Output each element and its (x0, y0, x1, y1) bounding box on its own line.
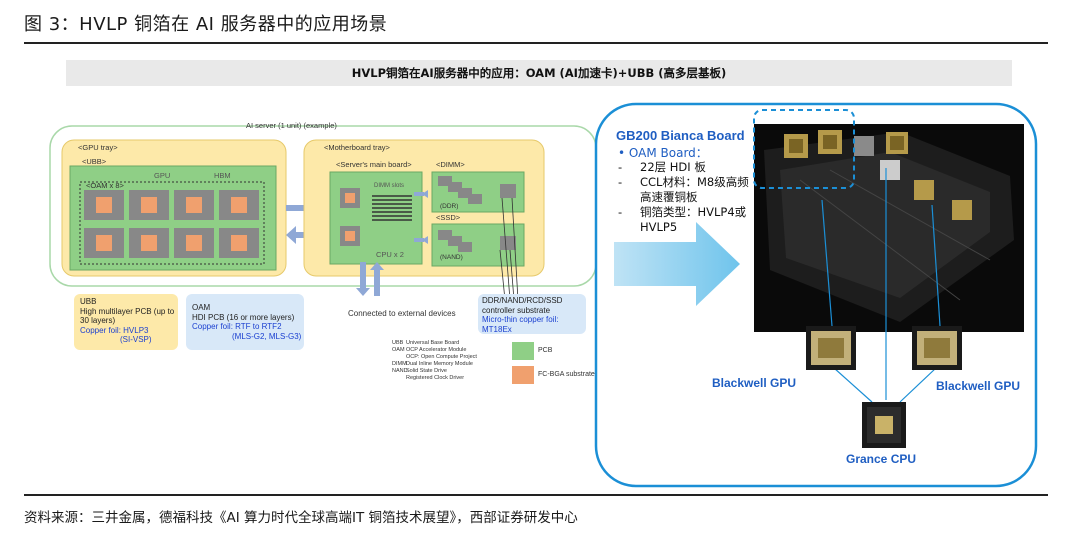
top-rule (24, 42, 1048, 44)
ubb-note-box (74, 294, 178, 350)
oam-note-foil2: (MLS-G2, MLS-G3) (232, 331, 302, 341)
legend-pcb-label: PCB (538, 347, 553, 354)
abbr-row: NANDSolid State Drive (392, 368, 447, 374)
dimm-slots-label: DIMM slots (374, 183, 404, 189)
ssd-label: <SSD> (436, 213, 461, 222)
hbm-label: HBM (214, 171, 231, 180)
gb200-title: GB200 Bianca Board (616, 128, 745, 143)
legend-fcbga-label: FC-BGA substrate (538, 371, 595, 378)
board-surface (764, 132, 1014, 322)
oam-note-line: OAM (192, 303, 211, 312)
nand-label: (NAND) (440, 254, 463, 261)
ddr-note-foil: Micro-thin copper foil: (482, 315, 559, 324)
figure-title: 图 3：HVLP 铜箔在 AI 服务器中的应用场景 (24, 14, 388, 35)
oam-note-foil: Copper foil: RTF to RTF2 (192, 322, 282, 331)
server-label: AI server (1 unit) (example) (246, 121, 337, 130)
main-board (329, 171, 423, 265)
big-arrow (614, 222, 740, 306)
blackwell-gpu-right-label: Blackwell GPU (936, 379, 1021, 393)
abbr-row: DIMMDual Inline Memory Module (392, 361, 473, 367)
ubb-note-line: UBB (80, 297, 97, 306)
ddr-note-line: controller substrate (482, 305, 551, 315)
external-arrows (356, 262, 384, 296)
ubb-note-foil: Copper foil: HVLP3 (80, 325, 149, 335)
oam-highlight (753, 109, 855, 189)
gpu-tray-label: <GPU tray> (78, 143, 118, 152)
gpu-label: GPU (154, 171, 171, 180)
oam-modules (84, 190, 259, 258)
ddr-label: (DDR) (440, 203, 459, 210)
ddr-note-box (478, 294, 586, 334)
abbr-row: Registered Clock Driver (406, 375, 465, 381)
diagram-banner: HVLP铜箔在AI服务器中的应用：OAM (AI加速卡)+UBB (高多层基板) (66, 60, 1012, 86)
connected-label: Connected to external devices (348, 309, 456, 318)
oam-note-box (186, 294, 304, 350)
oam-board-items: -22层 HDI 板 -CCL材料：M8级高频高速覆铜板 -铜箔类型：HVLP4… (618, 160, 758, 235)
abbr-row: OCP: Open Compute Project (406, 354, 477, 360)
blackwell-gpu-left-label: Blackwell GPU (712, 376, 797, 390)
source-note: 资料来源：三井金属，德福科技《AI 算力时代全球高端IT 铜箔技术展望》，西部证… (24, 510, 578, 526)
ubb-note: UBB High multilayer PCB (up to 30 layers… (80, 297, 178, 345)
gpu-connectors (821, 168, 941, 403)
ubb-note-line: High multilayer PCB (up to (80, 306, 175, 316)
oam-item: -铜箔类型：HVLP4或HVLP5 (618, 205, 747, 234)
oam-item: -22层 HDI 板 (618, 160, 706, 174)
cpu-x2-label: CPU x 2 (376, 250, 404, 259)
bottom-rule (24, 494, 1048, 496)
oam-x8-label: <OAM x 8> (86, 181, 124, 190)
legend-pcb-swatch (512, 342, 534, 360)
ubb-note-foil2: (SI-VSP) (120, 335, 152, 344)
legend-fcbga-swatch (512, 366, 534, 384)
board-chips (784, 130, 972, 220)
oam-note: OAM HDI PCB (16 or more layers) Copper f… (192, 303, 304, 341)
connector-lines (499, 197, 519, 301)
board-arrows (414, 190, 428, 244)
ddr-note: DDR/NAND/RCD/SSD controller substrate Mi… (482, 296, 586, 334)
abbr-row: OAMOCP Accelerator Module (392, 347, 467, 353)
ddr-note-foil2: MT18Ex (482, 324, 512, 334)
ddr-note-line: DDR/NAND/RCD/SSD (482, 296, 563, 305)
oam-board-label: • OAM Board： (618, 146, 708, 160)
oam-note-line: HDI PCB (16 or more layers) (192, 312, 295, 322)
mb-tray-label: <Motherboard tray> (324, 143, 390, 152)
oam-item: -CCL材料：M8级高频高速覆铜板 (618, 175, 749, 204)
ubb-label: <UBB> (82, 157, 107, 166)
ubb-note-line: 30 layers) (80, 316, 116, 325)
dimm-label: <DIMM> (436, 160, 465, 169)
grace-cpu-label: Grance CPU (846, 452, 917, 466)
main-board-label: <Server's main board> (336, 160, 412, 169)
right-frame (594, 102, 1038, 488)
dimm-slots-graphic (372, 195, 412, 221)
